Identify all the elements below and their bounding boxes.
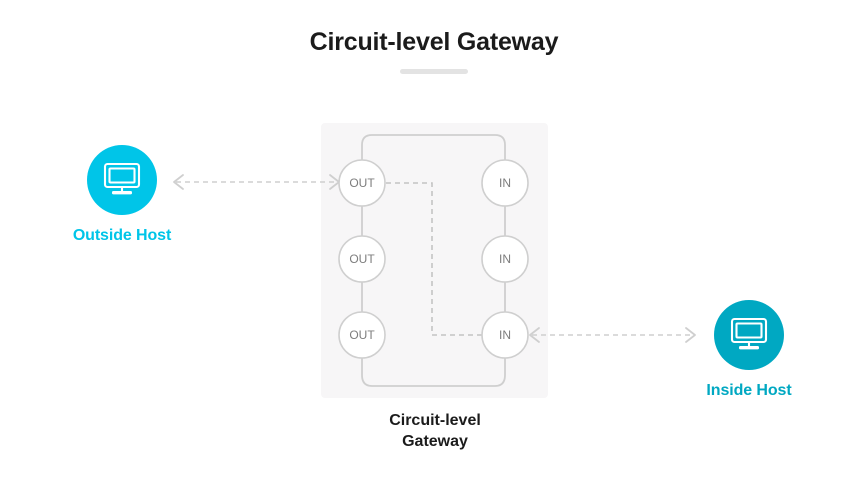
inside-host-circle[interactable] <box>714 300 784 370</box>
outside-host-label: Outside Host <box>72 227 172 244</box>
page-title: Circuit-level Gateway <box>309 28 559 56</box>
desktop-monitor-icon <box>103 162 141 195</box>
gateway-caption: Circuit-level Gateway <box>335 410 535 452</box>
gateway-caption-line-2: Gateway <box>402 433 468 450</box>
outside-host-circle[interactable] <box>87 145 157 215</box>
desktop-monitor-icon <box>730 317 768 350</box>
inside-host-label: Inside Host <box>706 382 792 399</box>
gateway-panel <box>321 123 548 398</box>
outside-host-node[interactable]: Outside Host <box>52 145 192 245</box>
title-underline-rule <box>400 69 468 74</box>
inside-host-node[interactable]: Inside Host <box>679 300 819 400</box>
gateway-caption-line-1: Circuit-level <box>389 412 481 429</box>
